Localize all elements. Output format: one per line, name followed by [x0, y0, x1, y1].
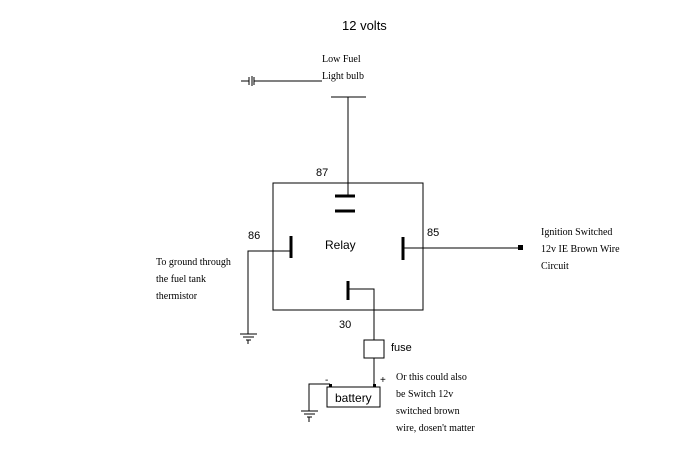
ground-note-line2: the fuel tank	[156, 274, 206, 285]
ignition-note-line1: Ignition Switched	[541, 227, 612, 238]
bulb-label-line2: Light bulb	[322, 71, 364, 82]
battery-label: battery	[335, 391, 372, 405]
battery-ground-symbol	[301, 410, 318, 422]
pin-85-label: 85	[427, 227, 439, 239]
ground-note-line1: To ground through	[156, 257, 231, 268]
battery-minus-sign: -	[325, 375, 328, 386]
fuse-symbol	[363, 339, 385, 359]
diagram-title: 12 volts	[342, 18, 387, 33]
bulb-ground-symbol	[241, 76, 255, 86]
wire-30	[348, 288, 375, 340]
battery-positive-terminal	[373, 384, 376, 387]
pin-86-ground-symbol	[240, 333, 257, 344]
pin-30-label: 30	[339, 319, 351, 331]
ground-note-line3: thermistor	[156, 291, 198, 302]
alt-note-line2: be Switch 12v	[396, 389, 453, 400]
battery-negative-terminal	[329, 384, 332, 387]
alt-note-line3: switched brown	[396, 406, 460, 417]
alt-note-line1: Or this could also	[396, 372, 467, 383]
ignition-note-line2: 12v IE Brown Wire	[541, 244, 620, 255]
battery-ground-wire	[308, 383, 330, 411]
ignition-terminal	[518, 245, 523, 250]
battery-symbol	[326, 386, 381, 408]
pin-87-label: 87	[316, 167, 328, 179]
pin-86-label: 86	[248, 230, 260, 242]
fuse-label: fuse	[391, 342, 412, 354]
relay-label: Relay	[325, 238, 356, 252]
ignition-note-line3: Circuit	[541, 261, 569, 272]
relay-box	[272, 182, 424, 311]
alt-note-line4: wire, dosen't matter	[396, 423, 475, 434]
wire-86	[247, 250, 291, 334]
battery-plus-sign: +	[380, 375, 386, 386]
bulb-label-line1: Low Fuel	[322, 54, 361, 65]
